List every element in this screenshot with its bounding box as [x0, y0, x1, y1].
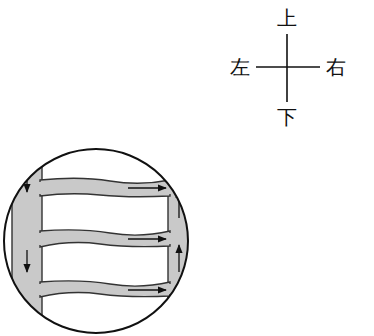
- field-outline: [4, 149, 188, 333]
- compass-cross: [256, 34, 320, 102]
- direction-label: 下: [277, 107, 297, 127]
- direction-label: 左: [230, 57, 250, 77]
- direction-label: 右: [326, 57, 346, 77]
- direction-label: 上: [277, 8, 297, 28]
